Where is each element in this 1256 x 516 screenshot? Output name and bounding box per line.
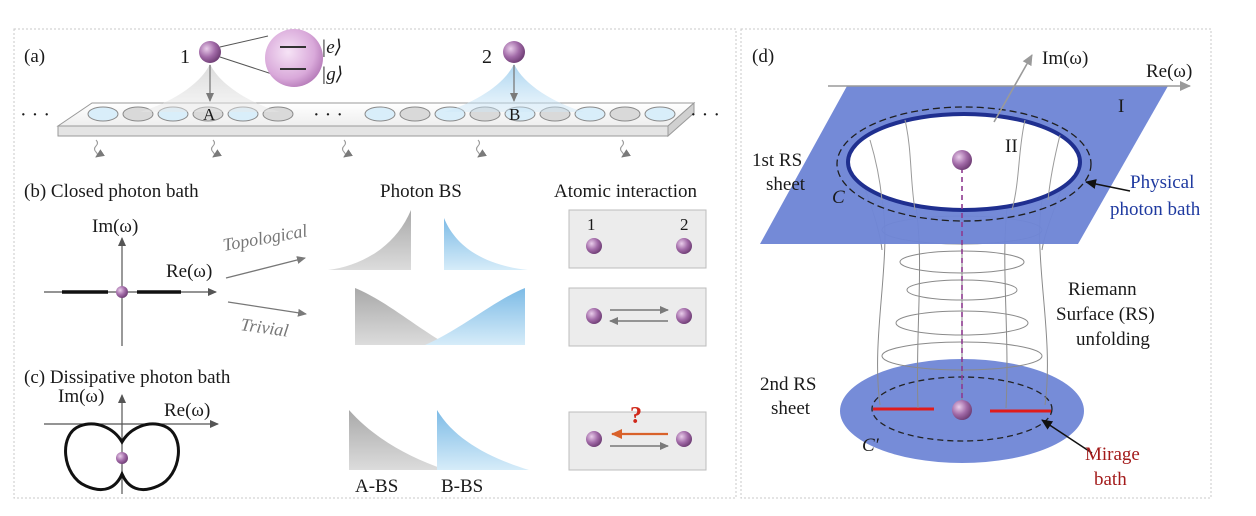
contour-c xyxy=(836,106,1092,222)
b-bs-shape xyxy=(437,410,529,470)
physical-bath-label-1: Physical xyxy=(1130,172,1194,193)
zoom-line-bottom xyxy=(219,56,273,75)
trivial-atom-left xyxy=(586,308,602,324)
second-sheet-label-2: sheet xyxy=(771,398,811,419)
b-atom-frequency xyxy=(116,286,128,298)
diss-atom-right xyxy=(676,431,692,447)
riemann-label-3: unfolding xyxy=(1076,329,1150,350)
trivial-atom-right xyxy=(676,308,692,324)
d-re-axis-label: Re(ω) xyxy=(1146,61,1192,82)
region-i-label: I xyxy=(1118,96,1124,117)
c-re-axis-label: Re(ω) xyxy=(164,400,210,421)
riemann-label-2: Surface (RS) xyxy=(1056,304,1155,325)
box-atom-1 xyxy=(586,238,602,254)
contour-c-prime-label: C′ xyxy=(862,435,880,456)
first-sheet-label-2: sheet xyxy=(766,174,806,195)
mirage-label-2: bath xyxy=(1094,469,1127,490)
b-re-axis-label: Re(ω) xyxy=(166,261,212,282)
dots-right: · · · xyxy=(690,104,720,126)
contour-c-label: C xyxy=(832,187,845,208)
box-atom-1-number: 1 xyxy=(587,215,596,234)
dots-left: · · · xyxy=(20,104,50,126)
atom-1-number: 1 xyxy=(180,46,190,68)
site-b-label: B xyxy=(509,105,520,124)
physical-bath-pointer xyxy=(1085,179,1131,192)
a-bs-label: A-BS xyxy=(355,476,398,497)
funnel-inner-lines xyxy=(869,119,1061,211)
riemann-label-1: Riemann xyxy=(1068,279,1137,300)
panel-d-label: (d) xyxy=(752,46,774,67)
first-sheet-label-1: 1st RS xyxy=(752,150,802,171)
a-bs-shape xyxy=(349,410,446,470)
panel-a-label: (a) xyxy=(24,46,45,67)
diss-atom-left xyxy=(586,431,602,447)
atom-2-number: 2 xyxy=(482,46,492,68)
box-atom-2-number: 2 xyxy=(680,215,689,234)
b-im-axis-label: Im(ω) xyxy=(92,216,138,237)
excited-state-label: |e⟩ xyxy=(321,37,342,58)
two-level-atom xyxy=(265,29,323,87)
d-atom-bottom xyxy=(952,400,972,420)
site-a-label: A xyxy=(203,105,216,124)
atom-1 xyxy=(199,41,221,63)
trivial-bs-blue xyxy=(425,288,525,345)
photon-bs-title: Photon BS xyxy=(380,181,462,202)
region-ii-label: II xyxy=(1005,136,1018,157)
c-im-axis-label: Im(ω) xyxy=(58,386,104,407)
dots-middle: · · · xyxy=(313,104,343,126)
trivial-bs-gray xyxy=(355,288,448,345)
topological-bs-blue xyxy=(444,218,528,270)
leakage-arrows xyxy=(93,139,631,158)
atomic-interaction-title: Atomic interaction xyxy=(554,181,697,202)
d-im-axis-label: Im(ω) xyxy=(1042,48,1088,69)
topological-bs-gray xyxy=(328,210,411,270)
physical-bath-label-2: photon bath xyxy=(1110,199,1201,220)
mirage-pointer xyxy=(1041,419,1093,454)
panel-c-label: (c) Dissipative photon bath xyxy=(24,367,231,388)
panel-b-label: (b) Closed photon bath xyxy=(24,181,199,202)
b-bs-label: B-BS xyxy=(441,476,483,497)
c-dissipative-contour xyxy=(64,422,180,491)
d-atom-top xyxy=(952,150,972,170)
d-im-axis xyxy=(993,54,1033,123)
zoom-line-top xyxy=(219,35,269,48)
topological-arrow xyxy=(225,256,306,279)
atom-2 xyxy=(503,41,525,63)
trivial-arrow xyxy=(227,301,307,317)
box-atom-2 xyxy=(676,238,692,254)
question-mark: ? xyxy=(630,403,642,429)
mirage-label-1: Mirage xyxy=(1085,444,1140,465)
c-atom-frequency xyxy=(116,452,128,464)
ground-state-label: |g⟩ xyxy=(321,64,343,85)
second-sheet-label-1: 2nd RS xyxy=(760,374,817,395)
